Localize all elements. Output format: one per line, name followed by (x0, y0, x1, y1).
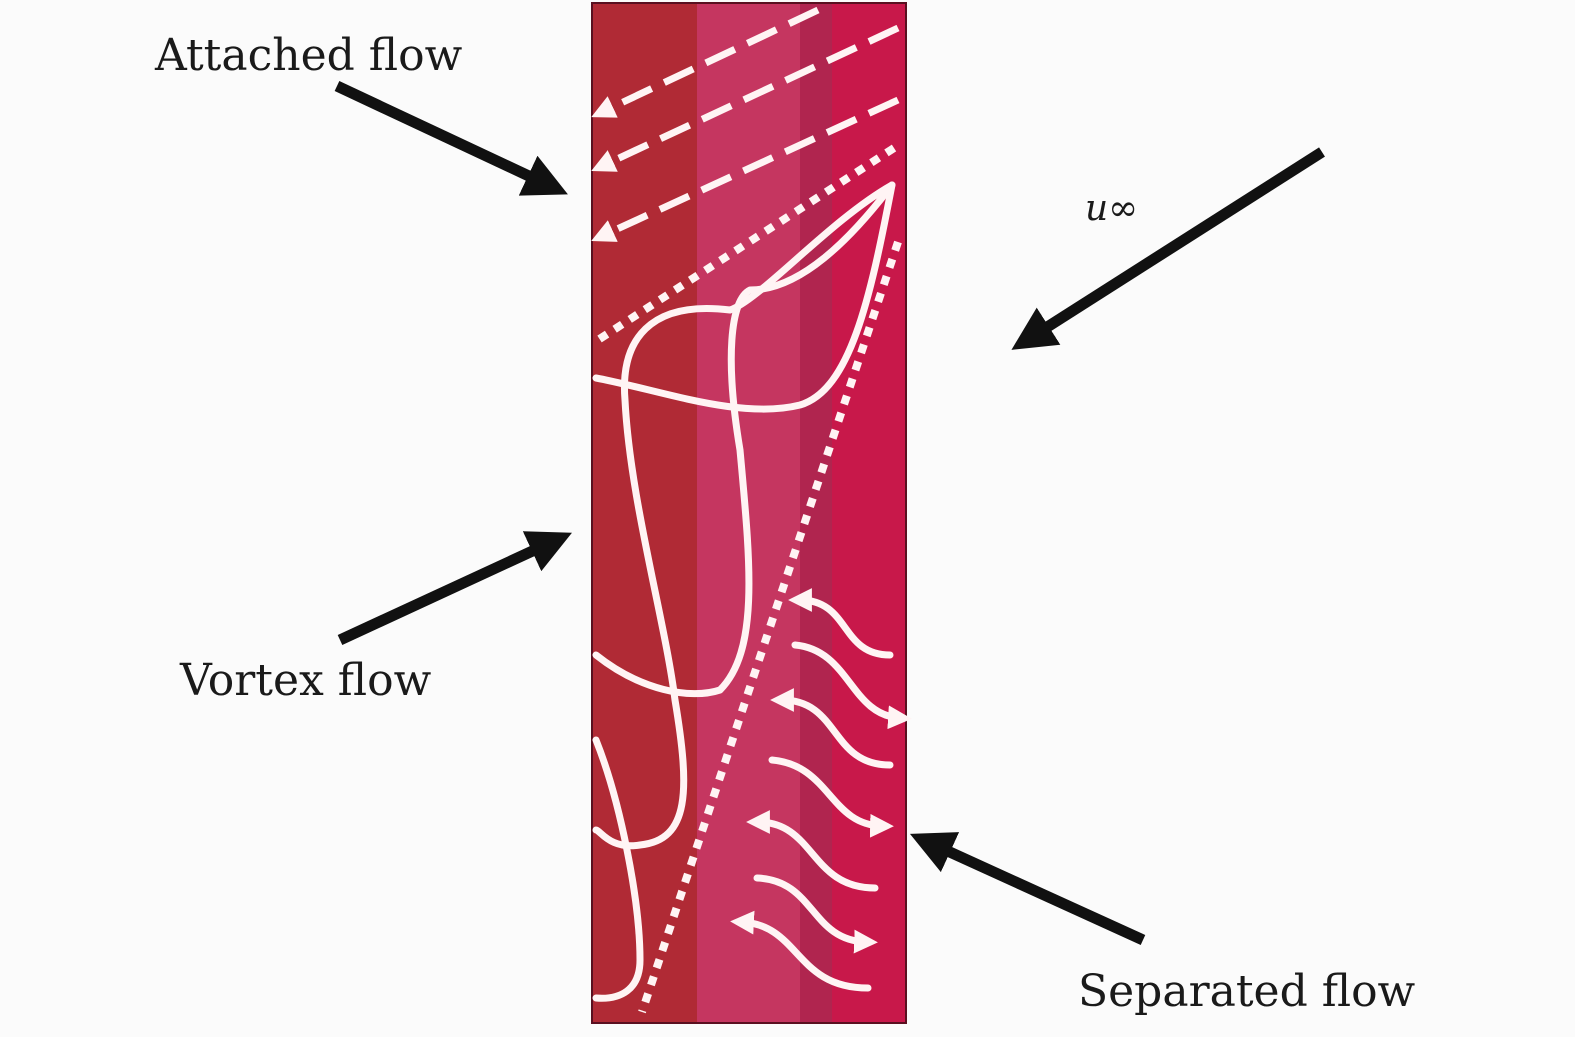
vortex-flow-label: Vortex flow (179, 655, 432, 706)
separated-flow-lines (730, 588, 912, 992)
separation-boundaries (595, 144, 902, 1014)
freestream-velocity-label: u∞ (1085, 188, 1138, 229)
pointer-arrows (334, 81, 1325, 946)
panel-border (591, 2, 907, 1024)
band-1 (592, 3, 697, 1023)
vortex-flow-lines (592, 181, 896, 1002)
band-4 (832, 3, 906, 1023)
vortex-flow-arrow (337, 531, 572, 645)
attached-flow-lines (591, 6, 900, 242)
attached-flow-label: Attached flow (154, 30, 463, 81)
separated-flow-arrow (909, 832, 1146, 946)
freestream-arrow (1011, 147, 1325, 350)
separated-flow-label: Separated flow (1078, 966, 1416, 1017)
attached-flow-arrow (334, 81, 568, 196)
